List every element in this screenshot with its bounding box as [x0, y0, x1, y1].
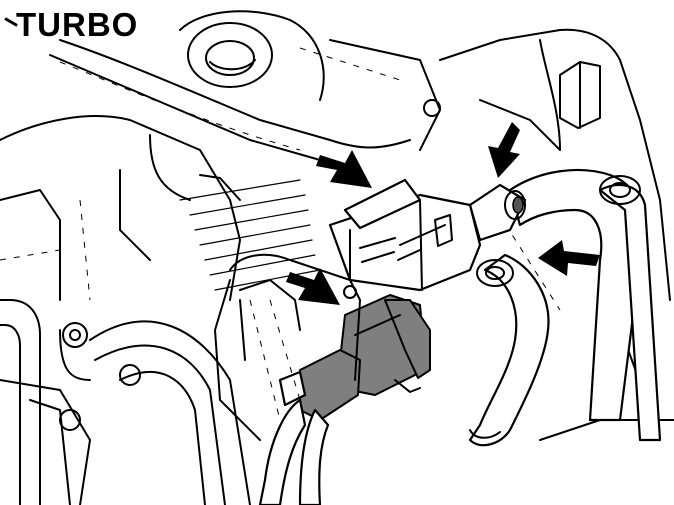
callout-arrow-upper-fitting	[488, 122, 520, 178]
electrical-connector	[299, 294, 431, 421]
coolant-pipes-left	[0, 299, 251, 505]
engine-block-left	[0, 115, 321, 301]
solenoid-valve	[328, 178, 482, 292]
diagram-title: TURBO	[16, 6, 139, 43]
valve-mounting-bracket	[214, 253, 361, 441]
callout-arrow-valve-top	[316, 150, 372, 188]
callout-arrow-connector	[286, 268, 340, 305]
hose-middle	[468, 253, 550, 447]
engine-bracket	[49, 10, 441, 161]
callout-arrow-right-fitting	[538, 240, 600, 276]
sensor-cap	[559, 61, 601, 129]
hose-right-large	[508, 168, 662, 442]
